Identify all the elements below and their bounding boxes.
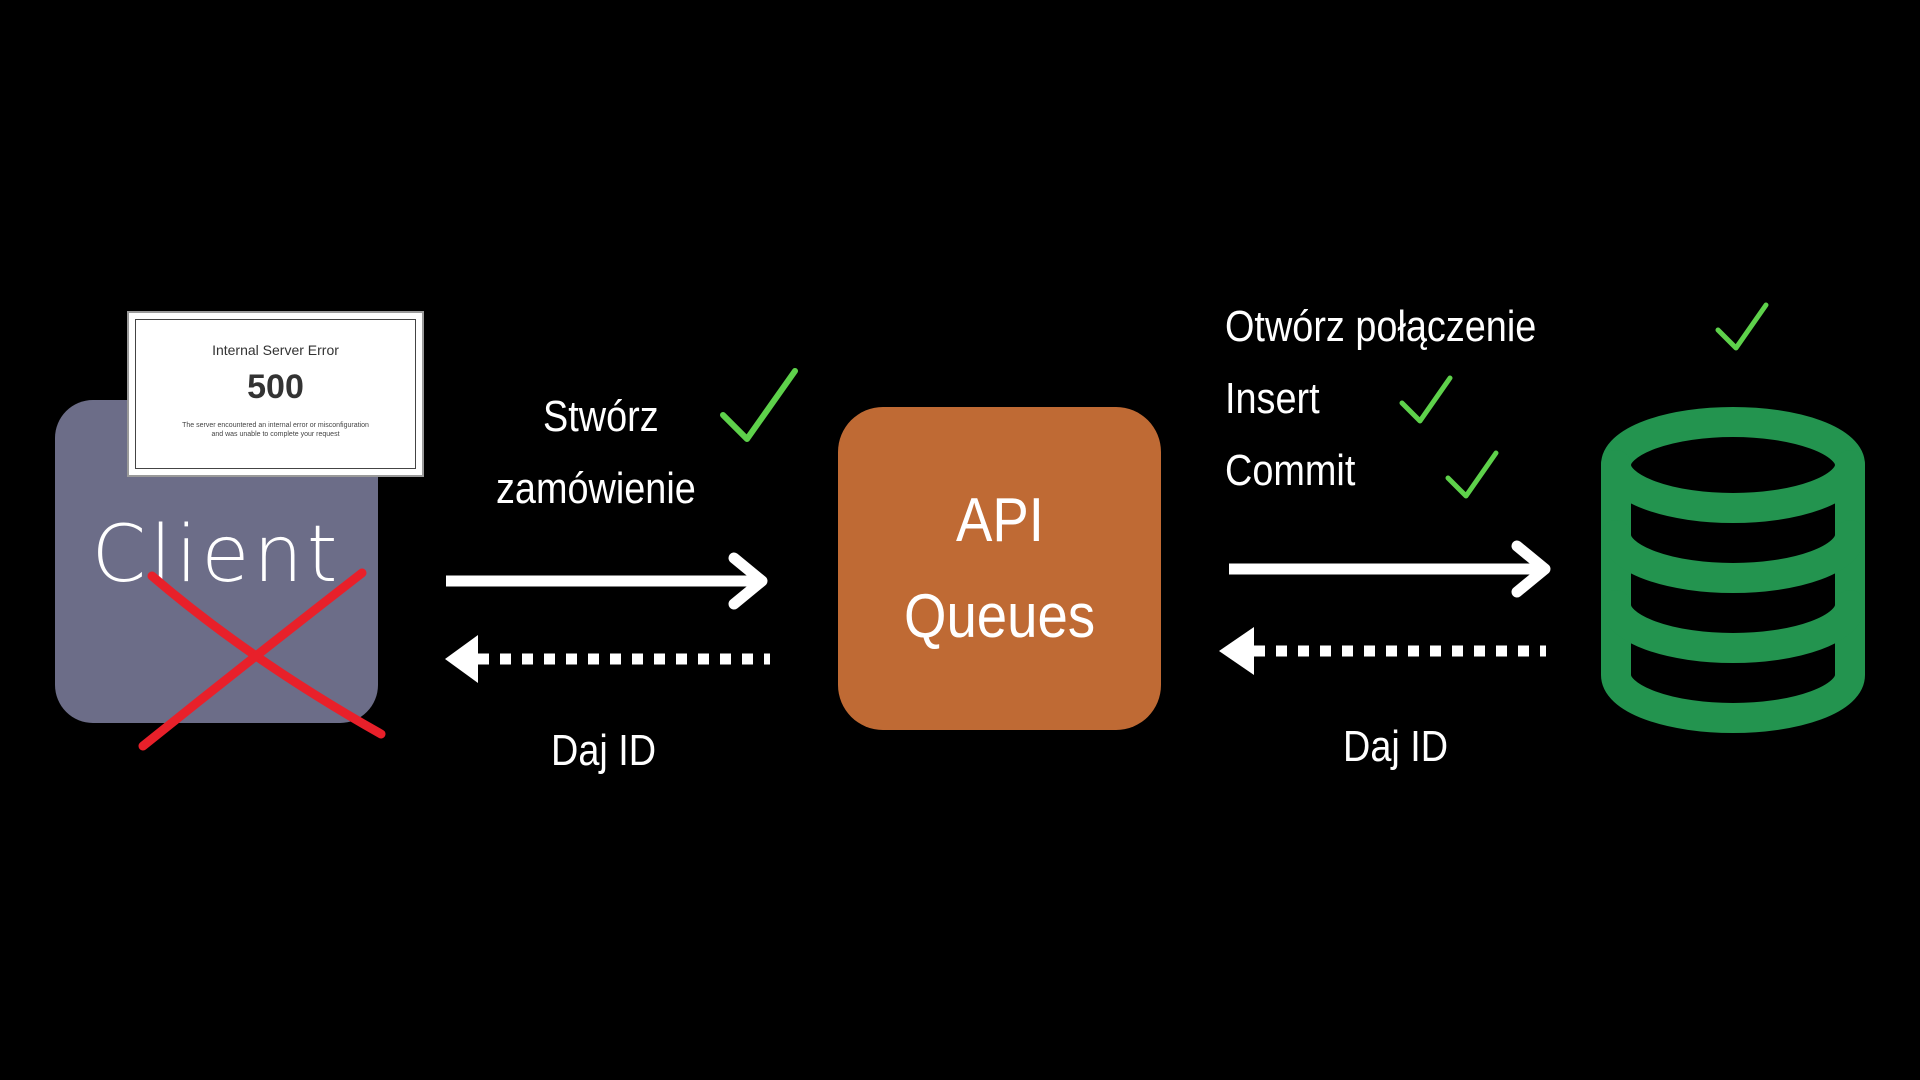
step-open-connection: Otwórz połączenie [1225, 302, 1537, 351]
error-card: Internal Server Error 500 The server enc… [127, 311, 424, 477]
check-icon [720, 368, 798, 442]
response-arrow-right [1219, 627, 1546, 675]
queues-label: Queues [903, 581, 1096, 651]
check-icon [1399, 375, 1453, 424]
request-label-line2: zamówienie [496, 464, 696, 513]
step-insert: Insert [1225, 374, 1320, 423]
request-arrow-right [1229, 540, 1551, 598]
error-code: 500 [247, 368, 304, 406]
error-message-line2: and was unable to complete your request [211, 431, 340, 438]
error-card-inner: Internal Server Error 500 The server enc… [135, 319, 416, 469]
check-icon [1715, 302, 1769, 351]
database-icon [1601, 407, 1865, 733]
client-label: Client [91, 510, 342, 600]
response-arrow-left [445, 635, 770, 683]
error-title: Internal Server Error [212, 342, 339, 358]
request-arrow-left [446, 552, 768, 610]
response-label-right: Daj ID [1343, 722, 1449, 771]
error-message-line1: The server encountered an internal error… [182, 422, 369, 429]
step-commit: Commit [1225, 446, 1356, 495]
api-label: API [955, 485, 1044, 555]
api-queues-box: API Queues [838, 407, 1161, 730]
request-label-line1: Stwórz [543, 392, 659, 441]
error-message: The server encountered an internal error… [136, 421, 415, 439]
check-icon [1445, 450, 1499, 499]
response-label-left: Daj ID [551, 726, 657, 775]
